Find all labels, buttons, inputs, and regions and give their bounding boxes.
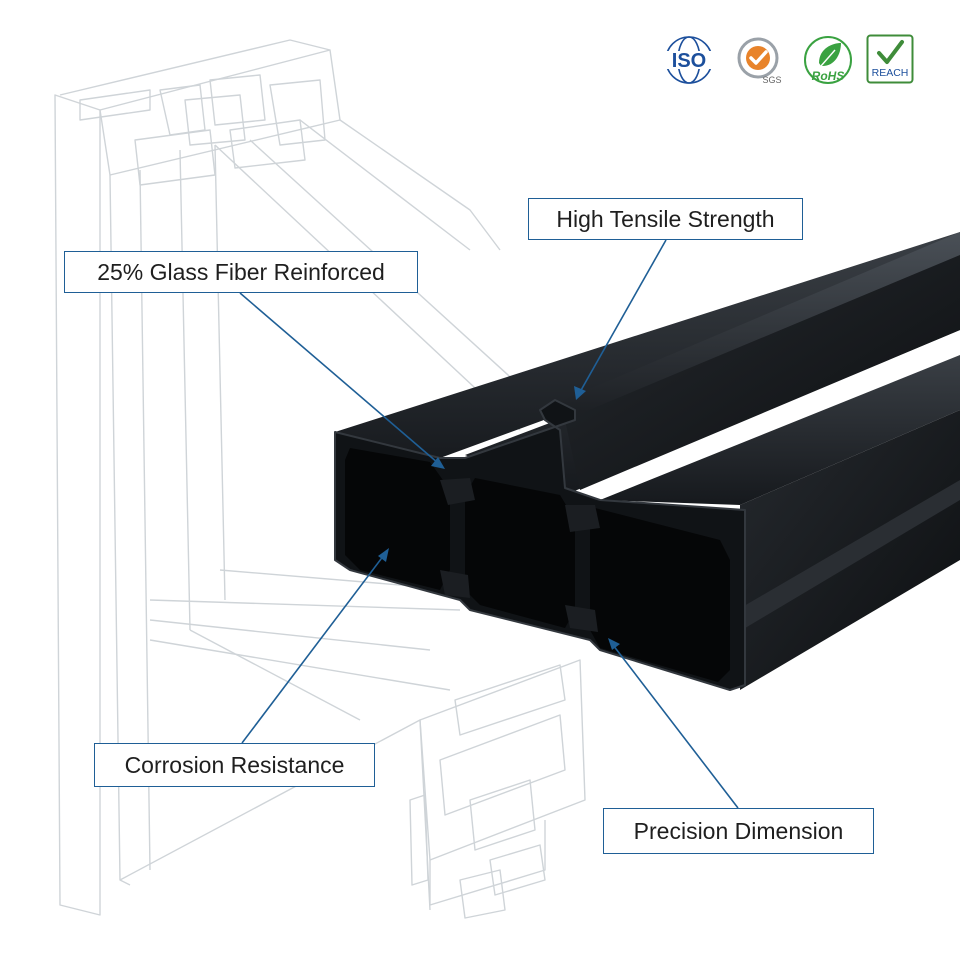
leader-precision <box>612 644 739 809</box>
arrowhead-tensile <box>574 386 586 400</box>
checkmark-icon <box>877 40 904 64</box>
callout-precision-dimension: Precision Dimension <box>603 808 874 854</box>
arrowhead-glass <box>431 457 445 469</box>
leader-glass <box>239 292 439 464</box>
sgs-certification-badge: SGS <box>737 37 782 85</box>
sgs-label: SGS <box>762 75 781 85</box>
arrowhead-corrosion <box>378 548 389 562</box>
reach-certification-badge: REACH <box>866 34 914 84</box>
arrowhead-precision <box>608 638 620 650</box>
glass-fiber-profile <box>334 232 960 691</box>
leader-lines <box>239 239 739 809</box>
iso-label: ISO <box>672 50 706 72</box>
leader-corrosion <box>241 554 385 744</box>
rohs-certification-badge: RoHS <box>804 36 852 84</box>
leader-tensile <box>579 239 667 393</box>
reach-label: REACH <box>872 67 909 79</box>
callout-high-tensile-strength: High Tensile Strength <box>528 198 803 240</box>
callout-corrosion-resistance: Corrosion Resistance <box>94 743 375 787</box>
check-icon <box>749 50 768 65</box>
iso-certification-badge: ISO <box>662 36 716 84</box>
callout-glass-fiber-reinforced: 25% Glass Fiber Reinforced <box>64 251 418 293</box>
leaf-icon <box>819 43 841 67</box>
rohs-label: RoHS <box>812 69 845 83</box>
